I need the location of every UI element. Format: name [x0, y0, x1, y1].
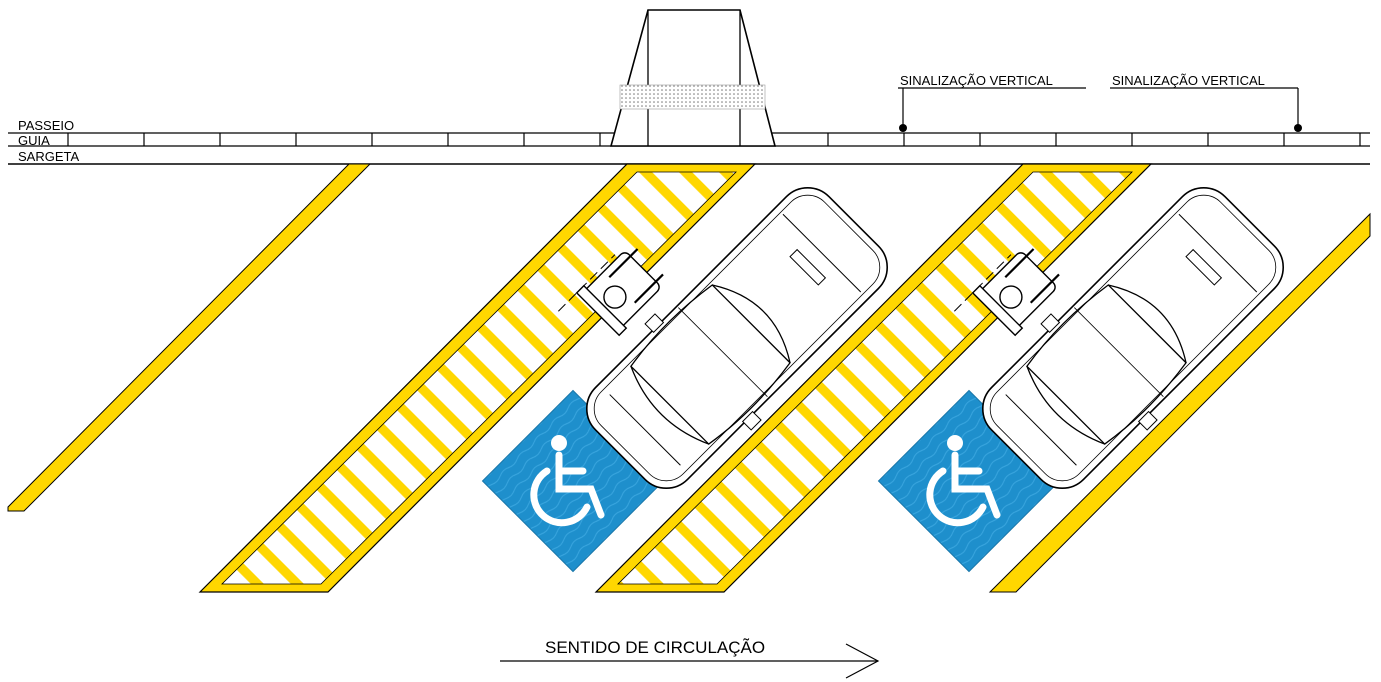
- label-guia: GUIA: [18, 133, 50, 148]
- vertical-sign-right: [1110, 87, 1302, 132]
- wheelchair-user-icon: [558, 248, 664, 337]
- label-sargeta: SARGETA: [18, 149, 79, 164]
- direction-arrow-icon: [500, 643, 880, 679]
- access-ramp: [609, 9, 777, 147]
- label-passeio: PASSEIO: [18, 118, 74, 133]
- wheelchair-user-icon: [954, 248, 1060, 337]
- label-sinalizacao-vertical-left: SINALIZAÇÃO VERTICAL: [900, 73, 1053, 88]
- vertical-sign-left: [898, 87, 1086, 132]
- car-top-view-icon: [585, 186, 889, 490]
- label-sentido-de-circulacao: SENTIDO DE CIRCULAÇÃO: [545, 638, 765, 657]
- parking-boundary-line-right: [988, 212, 1371, 593]
- parking-boundary-line-left: [7, 163, 372, 512]
- car-top-view-icon: [981, 186, 1285, 490]
- label-sinalizacao-vertical-right: SINALIZAÇÃO VERTICAL: [1112, 73, 1265, 88]
- wheelchair-symbol-icon: [926, 435, 1001, 527]
- wheelchair-symbol-icon: [530, 435, 605, 527]
